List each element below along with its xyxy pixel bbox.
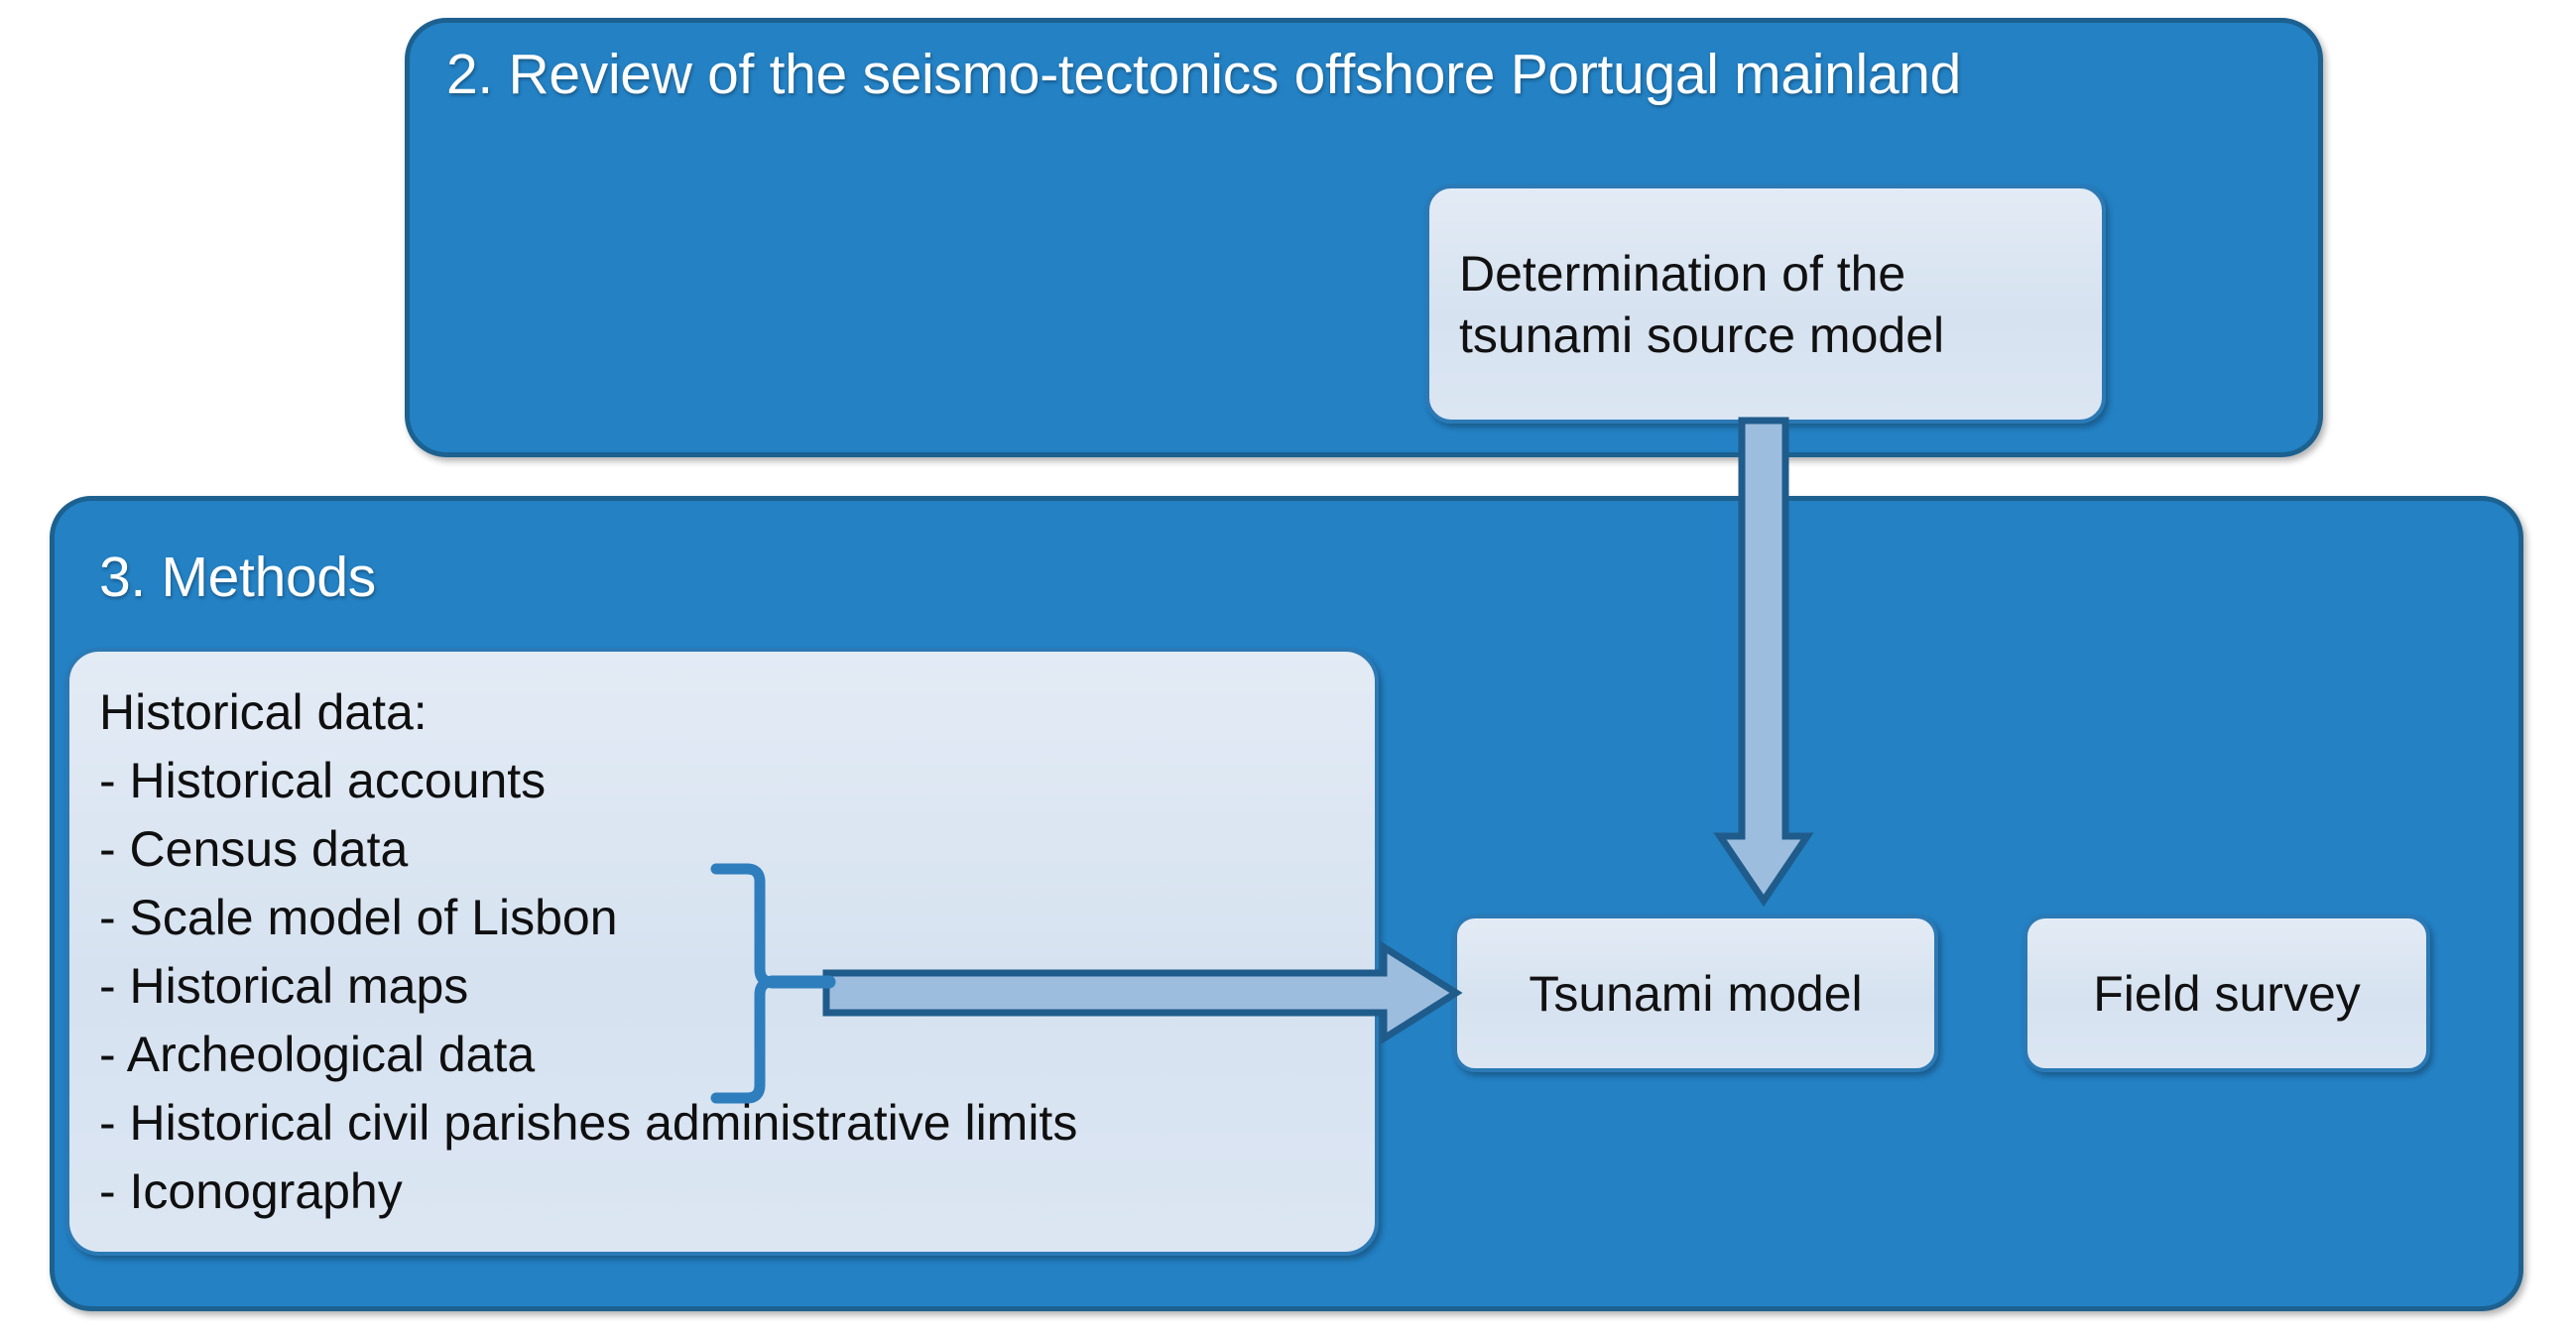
determination-of-tsunami-source-model-box[interactable]: Determination of the tsunami source mode…: [1425, 184, 2106, 424]
tsunami-model-box[interactable]: Tsunami model: [1453, 915, 1938, 1072]
section-2-title: 2. Review of the seismo-tectonics offsho…: [446, 43, 1962, 106]
list-item-iconography: - Iconography: [99, 1162, 403, 1219]
list-item-historical-accounts: - Historical accounts: [99, 752, 547, 808]
section-3-title: 3. Methods: [99, 546, 376, 609]
historical-data-heading: Historical data:: [99, 683, 428, 740]
list-item-historical-maps: - Historical maps: [99, 957, 469, 1014]
determination-line-2: tsunami source model: [1459, 306, 1945, 363]
list-item-scale-model-of-lisbon: - Scale model of Lisbon: [99, 889, 618, 945]
field-survey-box[interactable]: Field survey: [2024, 915, 2430, 1072]
field-survey-label: Field survey: [2093, 965, 2361, 1022]
tsunami-model-label: Tsunami model: [1529, 965, 1863, 1022]
determination-line-1: Determination of the: [1459, 245, 1906, 302]
list-item-census-data: - Census data: [99, 820, 409, 877]
list-item-archeological-data: - Archeological data: [99, 1026, 536, 1082]
historical-data-box[interactable]: Historical data: - Historical accounts -…: [65, 648, 1379, 1256]
list-item-historical-civil-parishes: - Historical civil parishes administrati…: [99, 1094, 1078, 1151]
